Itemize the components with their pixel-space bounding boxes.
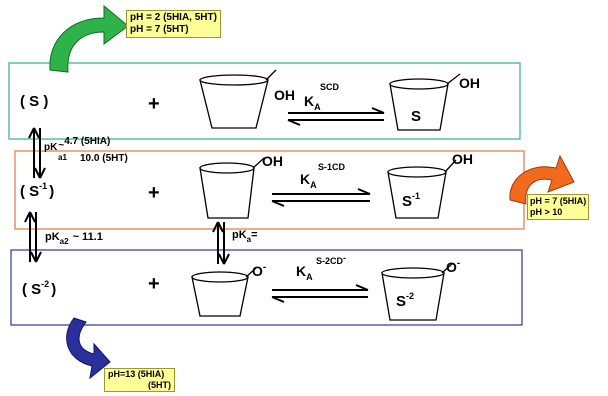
ph-bottom-line-1: pH=13 (5HIA) xyxy=(108,369,165,379)
k-symbol-3: KA xyxy=(296,263,313,282)
ph-bottom-line-2: (5HT) xyxy=(148,380,171,390)
complex-species-3: S-2 xyxy=(396,291,414,310)
complex-hydroxyl-2: OH xyxy=(452,151,473,167)
complex-cup-1 xyxy=(389,73,461,131)
complex-cup-2 xyxy=(387,159,457,219)
complex-cup-3 xyxy=(381,263,453,321)
ph-condition-bottom: pH=13 (5HIA) (5HT) xyxy=(104,368,175,392)
ph-condition-top: pH = 2 (5HIA, 5HT) pH = 7 (5HT) xyxy=(126,10,221,38)
blue-curved-arrow xyxy=(66,317,111,380)
complex-oxide-3: O- xyxy=(446,258,460,275)
green-curved-arrow xyxy=(49,4,129,73)
complex-species-1: S xyxy=(411,108,421,125)
vertical-arrows-pka1 xyxy=(28,127,46,179)
cyclodextrin-cup-2 xyxy=(199,157,265,219)
pka1-value-2: 10.0 (5HT) xyxy=(80,153,128,164)
ph-condition-right: pH = 7 (5HIA) pH > 10 xyxy=(527,194,590,220)
cyclodextrin-cup-1 xyxy=(199,69,277,129)
pka2-label: pKa2~ 11.1 xyxy=(45,231,103,246)
k-superscript-1: SCD xyxy=(320,82,340,92)
plus-sign-1: + xyxy=(148,93,160,115)
k-superscript-3: S-2CD- xyxy=(316,253,346,266)
k-superscript-2: S-1CD xyxy=(318,162,346,172)
pka1-label: pK~4.7 (5HIA) xyxy=(44,136,110,153)
cd-hydroxyl-1: OH xyxy=(274,87,295,103)
species-dianion: ( S-2) xyxy=(22,279,56,298)
pka1-subscript: a1 xyxy=(58,153,67,162)
complex-hydroxyl-1: OH xyxy=(459,75,480,91)
ph-top-line-1: pH = 2 (5HIA, 5HT) xyxy=(130,12,217,23)
equilibrium-arrows-3 xyxy=(271,284,369,303)
pka-cd-label: pKa= xyxy=(232,229,258,244)
complex-species-2: S-1 xyxy=(402,191,420,210)
vertical-arrows-pka-cd xyxy=(212,221,230,265)
cyclodextrin-cup-3 xyxy=(191,267,257,317)
row-box-neutral xyxy=(8,62,521,140)
k-symbol-2: KA xyxy=(300,171,317,190)
ph-top-line-2: pH = 7 (5HT) xyxy=(130,24,189,35)
equilibrium-arrows-2 xyxy=(271,188,371,207)
row-box-dianion xyxy=(10,249,523,326)
plus-sign-3: + xyxy=(148,273,160,295)
species-neutral: ( S ) xyxy=(20,93,48,110)
k-symbol-1: KA xyxy=(304,93,321,112)
cd-hydroxyl-2: OH xyxy=(262,153,283,169)
equilibrium-arrows-1 xyxy=(287,107,385,126)
species-monoanion: ( S-1) xyxy=(20,181,54,200)
ph-right-line-2: pH > 10 xyxy=(530,207,563,217)
ph-right-line-1: pH = 7 (5HIA) xyxy=(530,196,587,206)
vertical-arrows-pka2 xyxy=(24,211,42,263)
orange-curved-arrow xyxy=(509,154,575,205)
plus-sign-2: + xyxy=(148,182,160,204)
cd-oxide-3: O- xyxy=(252,262,266,279)
